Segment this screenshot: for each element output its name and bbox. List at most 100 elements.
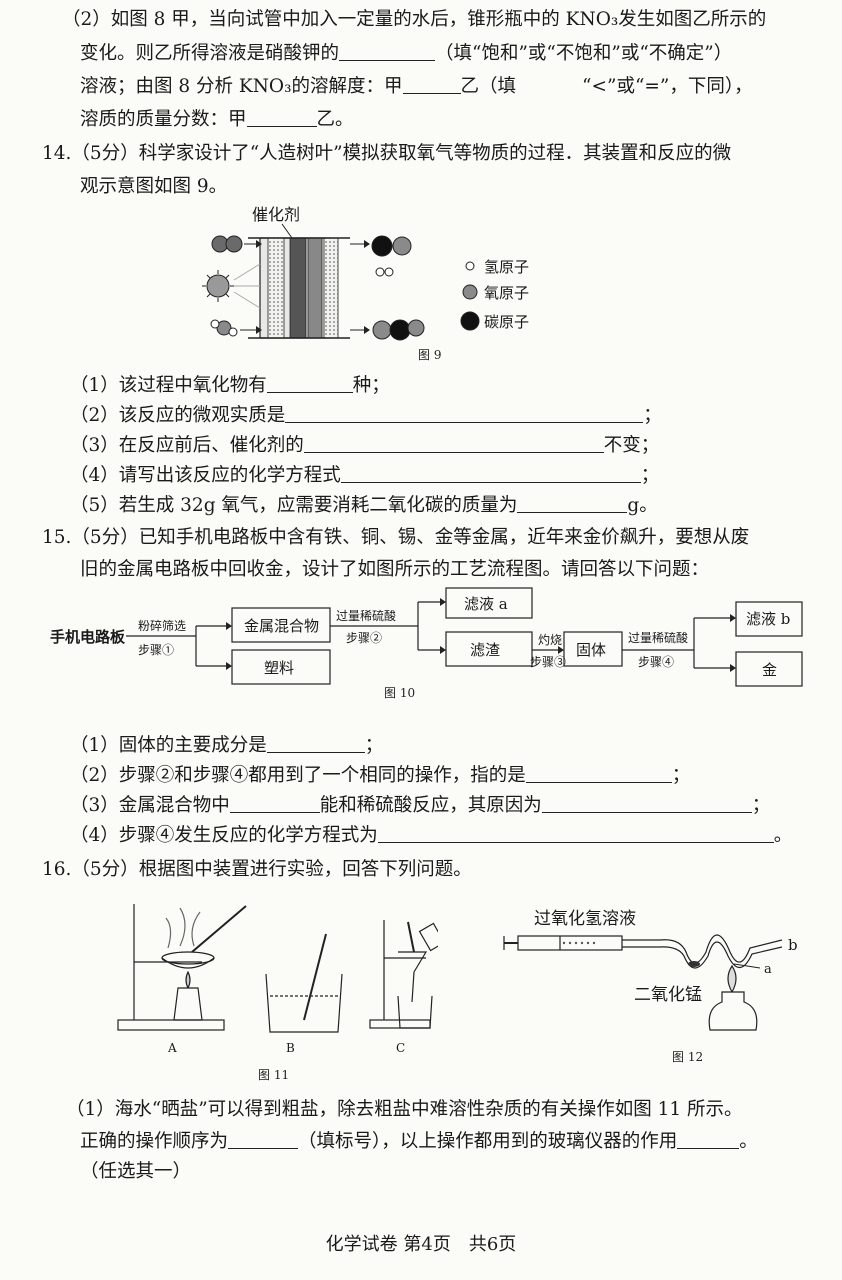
artificial-leaf-figure: 催化剂 氢原子 氧原子 碳原子 [202, 205, 529, 341]
legend-carbon-icon [460, 311, 480, 331]
apparatus-c-label: C [396, 1041, 405, 1055]
q13-line2b: （填“饱和”或“不饱和”或“不确定”） [435, 43, 733, 64]
catalyst-label: 催化剂 [252, 205, 300, 224]
q15-sub1-text: （1）固体的主要成分是 [70, 735, 267, 756]
q14-sub3-end: 不变； [603, 435, 660, 456]
beaker-c [397, 995, 433, 1029]
flow-box-metal-label: 金属混合物 [244, 617, 319, 635]
blank-16-order[interactable] [228, 1128, 299, 1149]
q13-line4a: 溶质的质量分数：甲 [80, 109, 247, 130]
q13-line3c: “<”或“=”，下同）， [582, 76, 753, 97]
q15-sub2: （2）步骤②和步骤④都用到了一个相同的操作，指的是； [70, 762, 690, 790]
product-carbon-atom [371, 235, 393, 257]
q16-sub1-line2: 正确的操作顺序为（填标号），以上操作都用到的玻璃仪器的作用。 [80, 1128, 758, 1156]
box-metal-mixture [231, 607, 331, 643]
q15-sub3-middle: 能和稀硫酸反应，其原因为 [319, 795, 542, 816]
q14-sub1-text: （1）该过程中氧化物有 [70, 375, 267, 396]
blank-13-mass-fraction[interactable] [246, 106, 317, 127]
legend-oxygen-icon [462, 284, 478, 300]
h2o2-label: 过氧化氢溶液 [534, 909, 636, 929]
q13-line1: （2）如图 8 甲，当向试管中加入一定量的水后，锥形瓶中的 KNO₃发生如图乙所… [62, 9, 767, 30]
blank-14-2[interactable] [285, 402, 644, 423]
apparatus-a-label: A [167, 1041, 177, 1055]
q16-sub1-glass-text: （填标号），以上操作都用到的玻璃仪器的作用 [298, 1131, 678, 1152]
q15-sub2-text: （2）步骤②和步骤④都用到了一个相同的操作，指的是 [70, 765, 526, 786]
legend-oxygen-label: 氧原子 [484, 284, 529, 302]
q14-sub2-end: ； [643, 405, 662, 426]
box-solid [563, 631, 623, 667]
flow-op1-bottom: 步骤① [138, 643, 174, 657]
blank-15-3a[interactable] [229, 792, 320, 813]
q13-line4b: 乙。 [316, 109, 354, 130]
figure-11-caption: 图 11 [258, 1068, 290, 1082]
q14-sub3: （3）在反应前后、催化剂的不变； [70, 432, 659, 460]
q15-sub4: （4）步骤④发生反应的化学方程式为。 [70, 822, 792, 850]
alcohol-lamp-12 [708, 991, 758, 1031]
flow-op2-top: 过量稀硫酸 [336, 608, 396, 623]
flow-op4-top: 过量稀硫酸 [628, 630, 688, 645]
flow-box-solid-label: 固体 [576, 641, 606, 659]
q14-sub4: （4）请写出该反应的化学方程式； [70, 462, 659, 490]
box-plastic [231, 649, 331, 685]
blank-14-3[interactable] [303, 432, 604, 453]
flow-start-label: 手机电路板 [50, 628, 126, 646]
flow-op3-bottom: 步骤③ [530, 655, 566, 669]
blank-14-5[interactable] [517, 492, 628, 513]
co2-molecule-oxygen [225, 235, 243, 253]
flow-op3-top: 灼烧 [538, 632, 562, 647]
q15-stem-line1: 15.（5分）已知手机电路板中含有铁、铜、锡、金等金属，近年来金价飙升，要想从废 [42, 527, 750, 548]
q15-sub3-end: ； [751, 795, 771, 816]
figure-10-caption: 图 10 [384, 686, 416, 700]
q16-sub1-line3: （任选其一） [80, 1161, 192, 1182]
q13-line3b: 乙（填 [460, 76, 517, 97]
q14-sub1-end: 种； [352, 375, 390, 396]
flow-op1-top: 粉碎筛选 [138, 618, 186, 633]
q16-sub1-order-text: 正确的操作顺序为 [80, 1131, 229, 1152]
blank-15-3b[interactable] [541, 792, 752, 813]
gold-recovery-flowchart: 手机电路板 粉碎筛选 步骤① 金属混合物 塑料 过量稀硫酸 步骤② 滤液 a 滤… [50, 587, 803, 687]
flow-box-residue-label: 滤渣 [470, 641, 500, 659]
figure-12-apparatus: 过氧化氢溶液 a b 二氧化锰 [503, 909, 798, 1031]
q14-stem-line2: 观示意图如图 9。 [80, 176, 228, 197]
box-gold [735, 651, 803, 687]
beaker-pouring [418, 922, 438, 952]
mno2-label: 二氧化锰 [634, 985, 702, 1005]
glass-rod-a [191, 905, 247, 953]
q14-sub2: （2）该反应的微观实质是； [70, 402, 662, 430]
blank-14-1[interactable] [266, 372, 353, 393]
glass-rod-c [407, 921, 415, 953]
alcohol-lamp-a [173, 987, 203, 1021]
apparatus-b-label: B [286, 1041, 295, 1055]
box-filtrate-b [735, 601, 803, 637]
blank-14-4[interactable] [340, 462, 641, 483]
q13-line3a: 溶液；由图 8 分析 KNO₃的溶解度：甲 [80, 76, 403, 97]
mno2-sample [688, 961, 700, 967]
glass-rod-b [303, 933, 327, 1021]
q13-line2: 变化。则乙所得溶液是硝酸钾的（填“饱和”或“不饱和”或“不确定”） [80, 40, 732, 68]
blank-15-1[interactable] [266, 732, 365, 753]
flow-box-filtrate-a-label: 滤液 a [464, 595, 508, 613]
box-residue [445, 631, 533, 667]
blank-15-2[interactable] [525, 762, 672, 783]
beaker-b [265, 973, 343, 1033]
blank-13-saturation[interactable] [339, 40, 436, 61]
q15-sub3-text: （3）金属混合物中 [70, 795, 230, 816]
blank-15-4[interactable] [377, 822, 774, 843]
sun-icon [206, 274, 230, 298]
figure-11-apparatus: A B C [117, 904, 438, 1055]
legend-carbon-label: 碳原子 [484, 313, 529, 331]
stand-base-a [117, 1019, 225, 1031]
box-filtrate-a [445, 587, 533, 619]
flow-box-plastic-label: 塑料 [264, 659, 294, 677]
figure-12-caption: 图 12 [672, 1050, 704, 1064]
q14-sub5-text: （5）若生成 32g 氧气，应需要消耗二氧化碳的质量为 [70, 495, 518, 516]
blank-13-solubility[interactable] [402, 73, 461, 94]
legend-hydrogen-icon [465, 261, 475, 271]
q15-sub1-end: ； [364, 735, 384, 756]
flow-box-filtrate-b-label: 滤液 b [746, 610, 790, 628]
q15-sub4-end: 。 [773, 825, 793, 846]
q15-sub1: （1）固体的主要成分是 ； [70, 732, 383, 760]
figure-9-caption: 图 9 [418, 348, 442, 362]
blank-16-glass[interactable] [677, 1128, 740, 1149]
